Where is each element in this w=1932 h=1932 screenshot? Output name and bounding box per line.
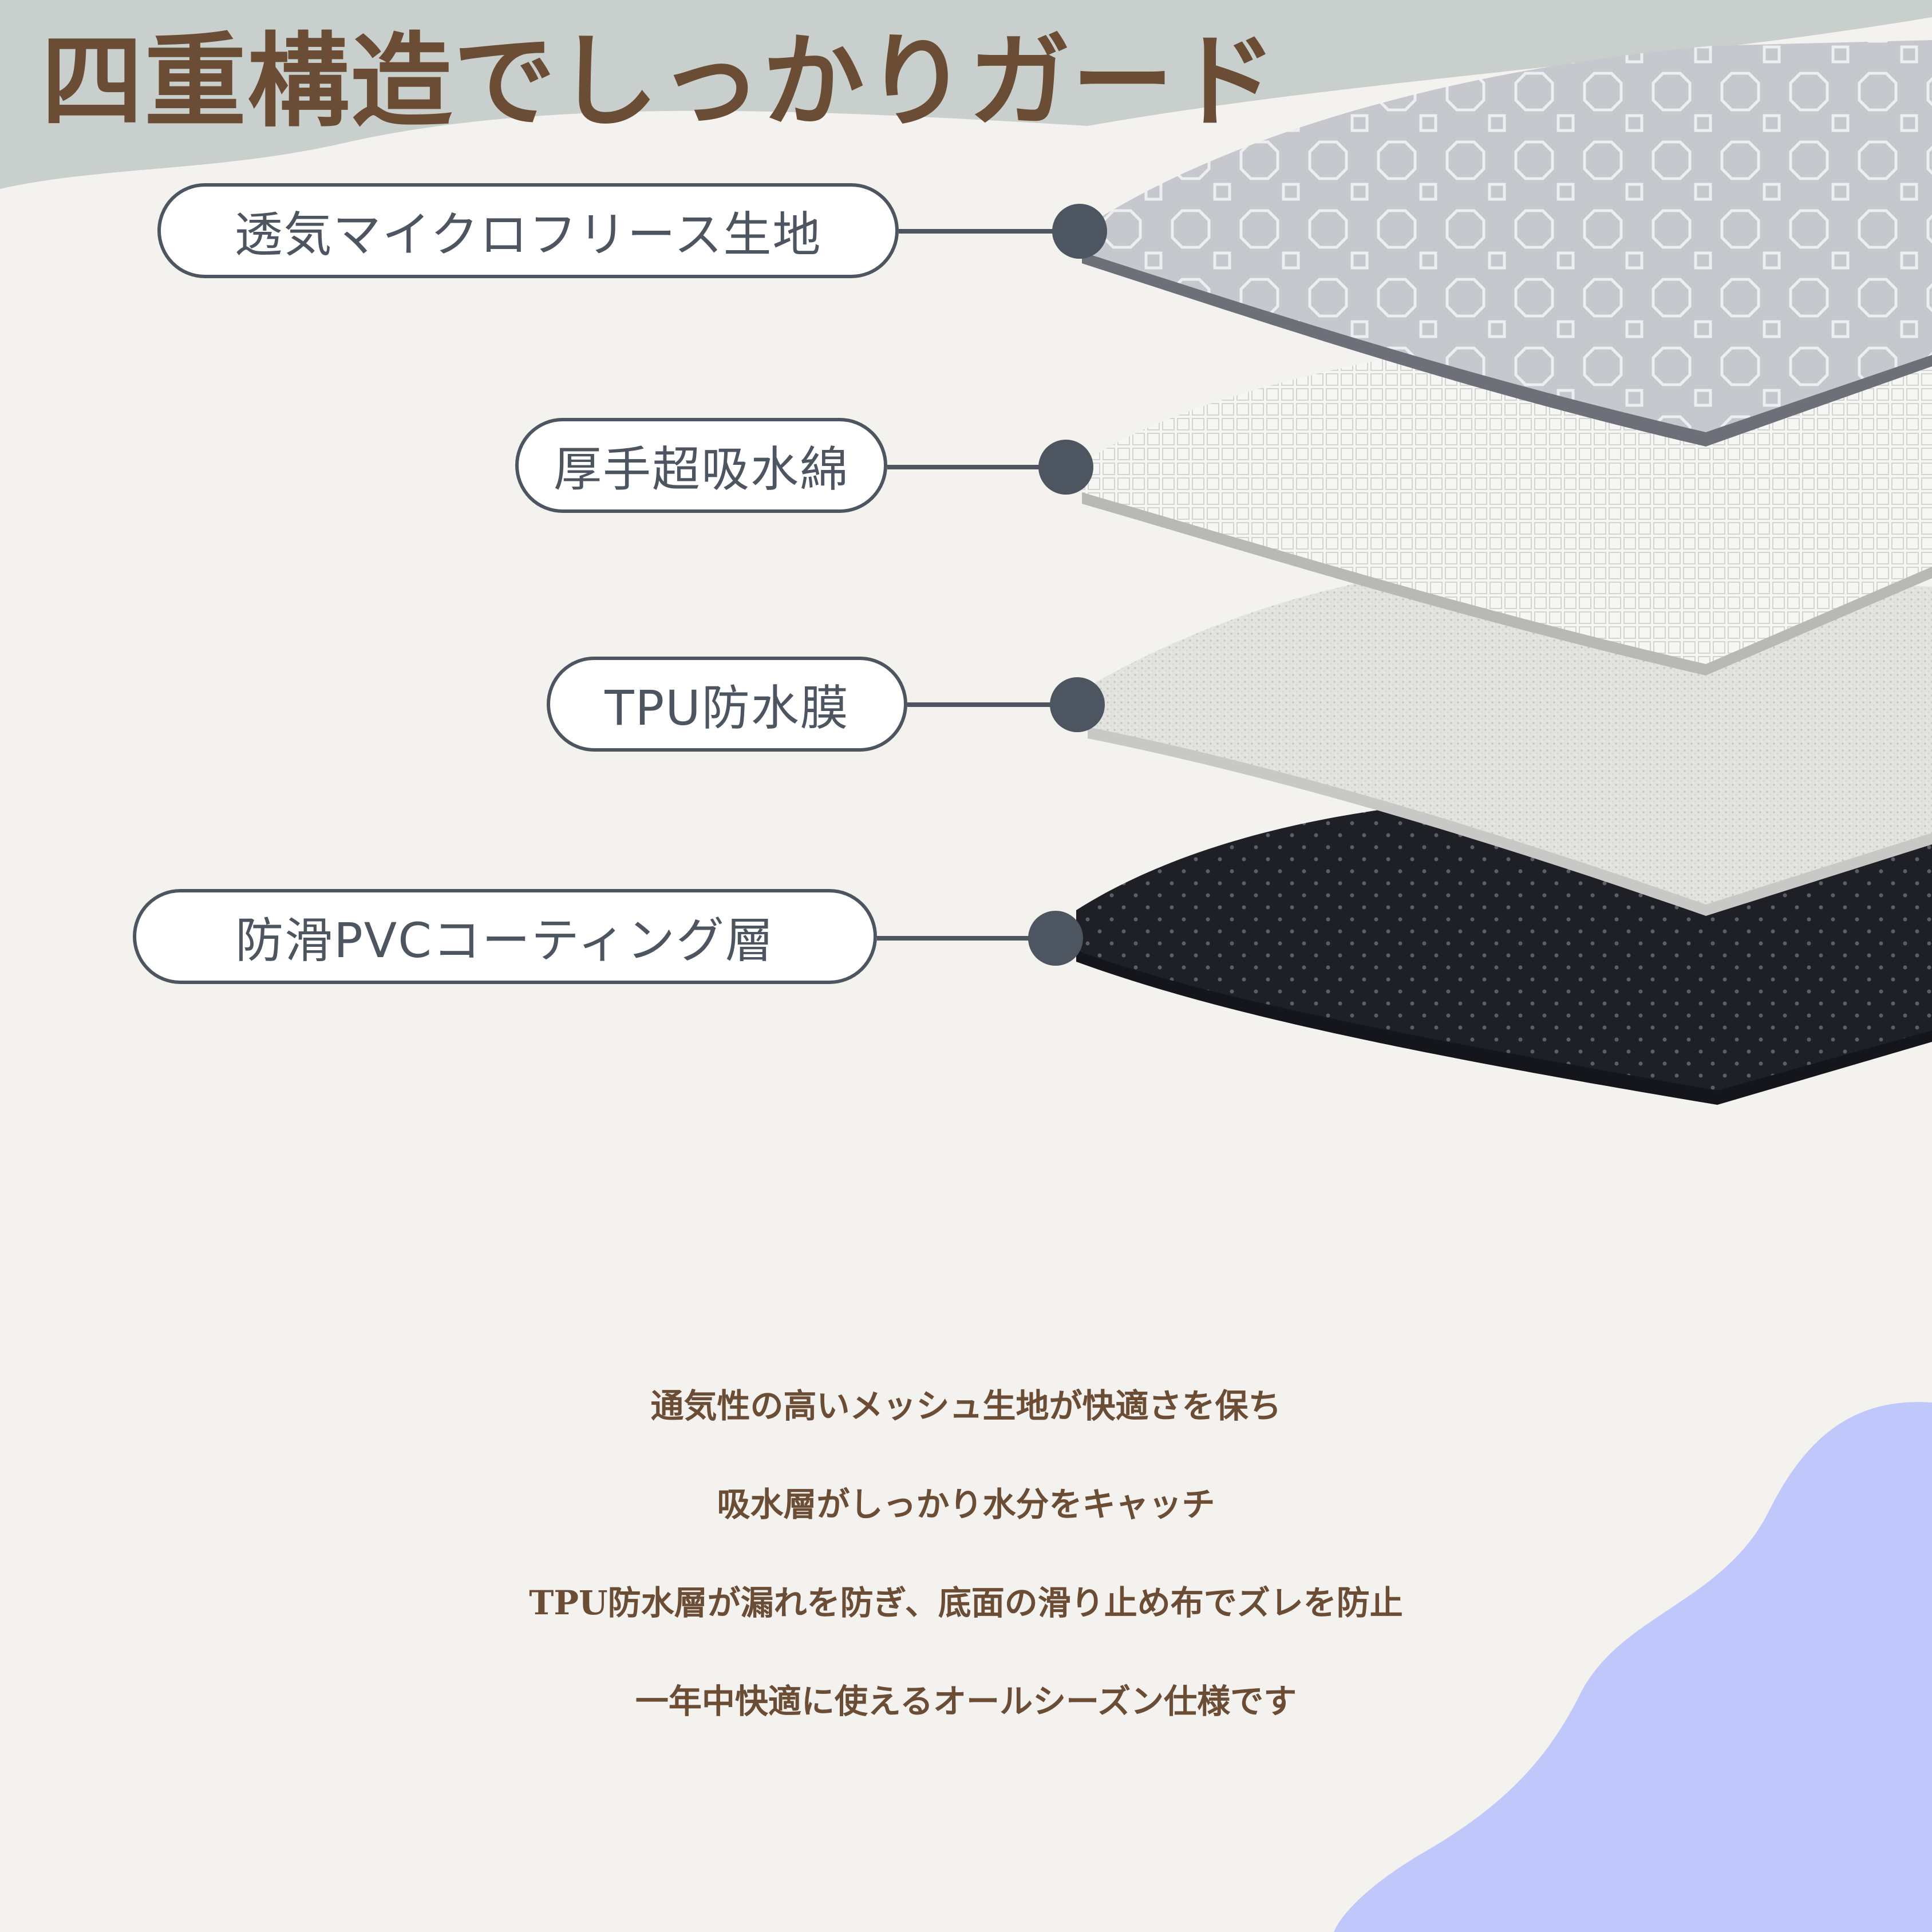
description-block: 通気性の高いメッシュ生地が快適さを保ち 吸水層がしっかり水分をキャッチ TPU防… — [0, 1357, 1932, 1751]
page-title: 四重構造でしっかりガード — [41, 21, 1278, 141]
description-line: 通気性の高いメッシュ生地が快適さを保ち — [650, 1386, 1282, 1425]
layer-label-pvc: 防滑PVCコーティング層 — [133, 889, 877, 984]
header-band — [0, 0, 1932, 189]
connector-line — [907, 702, 1079, 707]
description-line: TPU防水層が漏れを防ぎ、底面の滑り止め布でズレを防止 — [529, 1583, 1403, 1622]
layer-label-fleece: 透気マイクロフリース生地 — [157, 183, 899, 278]
description-line: 一年中快適に使えるオールシーズン仕様です — [635, 1682, 1297, 1721]
marker-dot-icon — [1028, 911, 1083, 966]
connector-line — [899, 229, 1082, 234]
layer-label-tpu: TPU防水膜 — [547, 657, 907, 752]
marker-dot-icon — [1038, 440, 1093, 495]
layer-label-cotton: 厚手超吸水綿 — [515, 418, 887, 513]
accent-blob — [1334, 1402, 1932, 1932]
marker-dot-icon — [1052, 204, 1107, 259]
connector-line — [887, 465, 1070, 469]
marker-dot-icon — [1050, 677, 1105, 732]
description-line: 吸水層がしっかり水分をキャッチ — [717, 1485, 1215, 1524]
connector-line — [877, 936, 1060, 941]
